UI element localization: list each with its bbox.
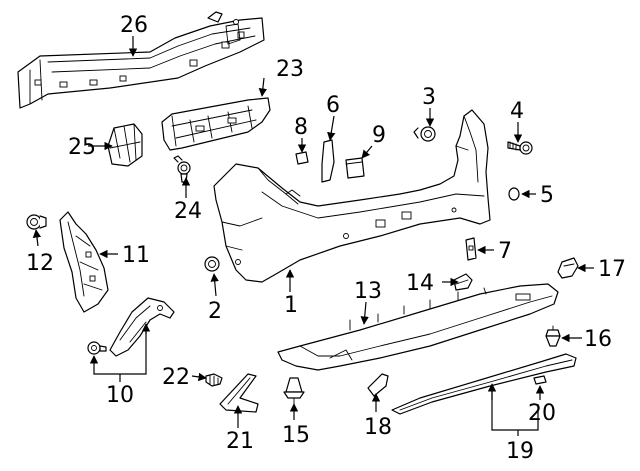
part-4-screw[interactable] xyxy=(507,141,533,155)
callout-23: 23 xyxy=(276,57,304,82)
callout-19: 19 xyxy=(506,439,534,464)
part-2-clip[interactable] xyxy=(204,256,220,272)
part-11-retainer[interactable] xyxy=(59,211,109,313)
part-10-screw[interactable] xyxy=(87,341,107,355)
callout-10: 10 xyxy=(106,383,134,408)
callout-2: 2 xyxy=(208,299,222,324)
callout-11: 11 xyxy=(122,243,150,268)
callout-7: 7 xyxy=(498,239,512,264)
callout-24: 24 xyxy=(174,199,202,224)
part-19-skid-strip[interactable] xyxy=(391,353,577,415)
part-22-bolt[interactable] xyxy=(205,373,223,387)
part-9-pad[interactable] xyxy=(345,157,365,179)
part-16-push-clip[interactable] xyxy=(545,325,561,347)
callout-16: 16 xyxy=(584,327,612,352)
callout-8: 8 xyxy=(294,115,308,140)
part-26-reinforcement[interactable] xyxy=(17,11,265,109)
callout-9: 9 xyxy=(372,123,386,148)
callout-18: 18 xyxy=(364,415,392,440)
callout-1: 1 xyxy=(284,293,298,318)
callout-3: 3 xyxy=(422,85,436,110)
callout-21: 21 xyxy=(226,429,254,454)
leader-lines xyxy=(32,36,594,436)
part-15-push-clip[interactable] xyxy=(283,377,305,405)
callout-4: 4 xyxy=(510,99,524,124)
part-8-pad[interactable] xyxy=(295,151,309,165)
part-25-bracket[interactable] xyxy=(107,123,143,167)
callout-6: 6 xyxy=(326,93,340,118)
part-21-bracket[interactable] xyxy=(219,373,259,413)
part-24-clip[interactable] xyxy=(173,155,191,183)
part-1-bumper-cover[interactable] xyxy=(213,109,491,283)
callout-25: 25 xyxy=(68,135,96,160)
callout-17: 17 xyxy=(598,257,626,282)
part-3-grommet[interactable] xyxy=(413,126,436,142)
part-20-clip[interactable] xyxy=(533,375,547,385)
part-10-bracket[interactable] xyxy=(109,297,175,357)
part-17-bracket[interactable] xyxy=(557,257,579,279)
part-6-trim-strip[interactable] xyxy=(321,139,335,183)
callout-15: 15 xyxy=(282,423,310,448)
part-13-valance[interactable] xyxy=(277,283,559,371)
part-12-clip[interactable] xyxy=(26,214,47,230)
callout-12: 12 xyxy=(26,251,54,276)
part-18-corner[interactable] xyxy=(367,373,389,397)
part-7-bracket[interactable] xyxy=(465,237,477,261)
part-23-absorber[interactable] xyxy=(161,97,271,151)
callout-26: 26 xyxy=(120,13,148,38)
callout-20: 20 xyxy=(528,401,556,426)
part-5-washer[interactable] xyxy=(508,187,520,201)
callout-13: 13 xyxy=(354,279,382,304)
callout-14: 14 xyxy=(406,271,434,296)
callout-22: 22 xyxy=(162,365,190,390)
callout-5: 5 xyxy=(540,183,554,208)
callout-labels: 26 23 25 24 8 6 9 3 4 5 7 1 2 11 12 14 1… xyxy=(26,13,626,464)
